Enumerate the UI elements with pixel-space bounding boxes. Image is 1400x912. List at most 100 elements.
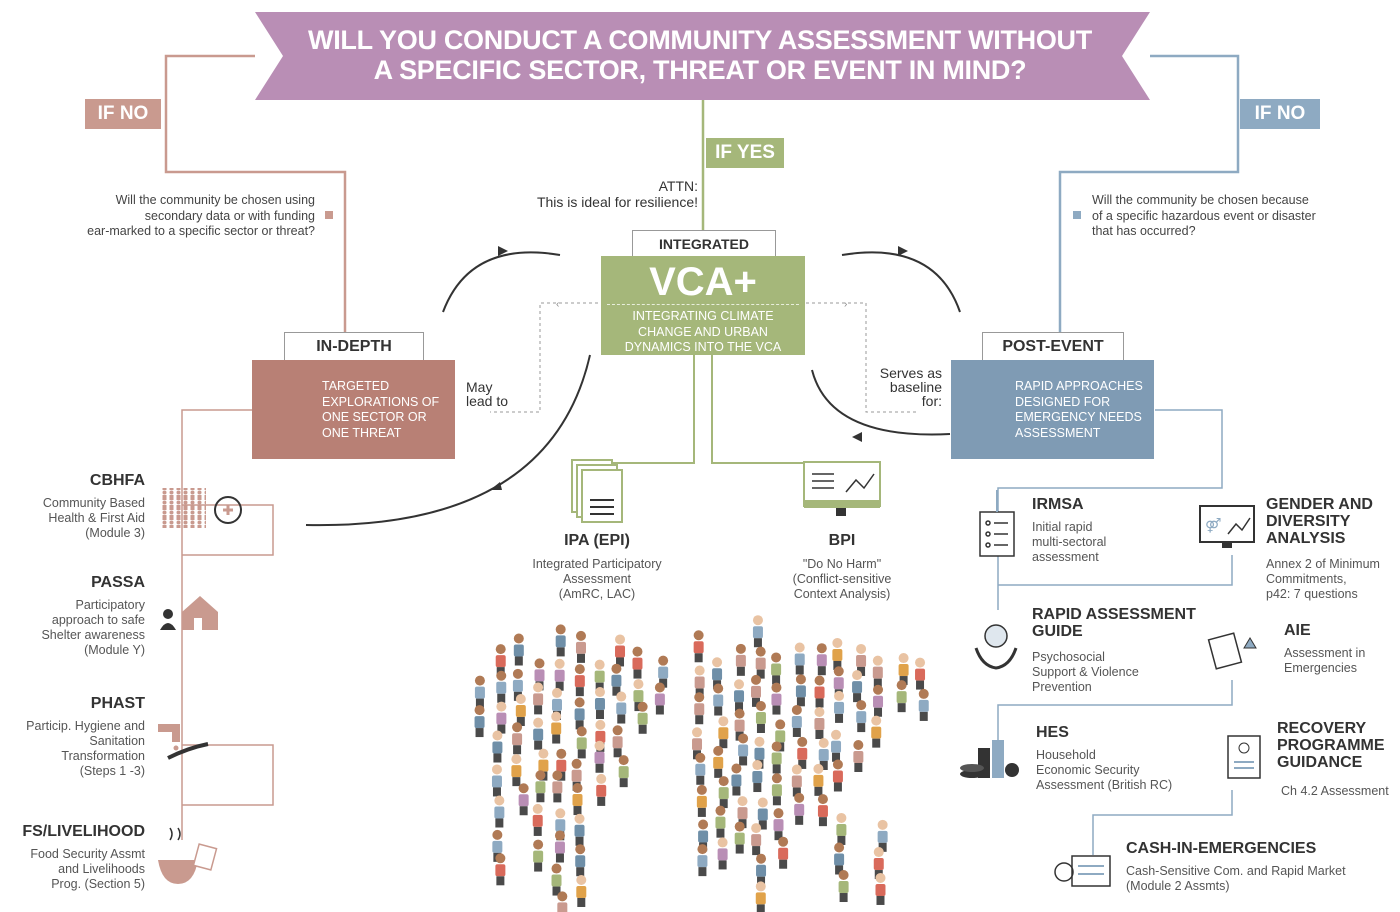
method-gender-title: GENDER AND DIVERSITY ANALYSIS [1266, 496, 1396, 547]
method-desc-line: Context Analysis) [793, 587, 891, 601]
person-body [831, 740, 842, 753]
method-rag-desc: Psychosocial Support & Violence Preventi… [1032, 650, 1182, 695]
person-figure [752, 760, 763, 793]
person-head [611, 663, 622, 674]
cash-icon [1054, 855, 1111, 887]
person-body [512, 679, 523, 692]
person-legs [772, 796, 781, 806]
person-legs [772, 764, 781, 774]
person-figure [715, 805, 726, 838]
person-legs [878, 842, 887, 852]
person-legs [835, 865, 844, 875]
person-head [794, 642, 805, 653]
person-head [751, 823, 762, 834]
person-figure [814, 707, 825, 740]
person-head [856, 700, 867, 711]
banner-line-2: A SPECIFIC SECTOR, THREAT OR EVENT IN MI… [373, 55, 1027, 85]
method-title-line: GUIDE [1032, 623, 1083, 640]
person-head [555, 808, 566, 819]
vca-desc-line: DYNAMICS INTO THE VCA [624, 340, 782, 354]
person-body [755, 892, 766, 905]
person-body [696, 795, 707, 808]
person-head [873, 684, 884, 695]
person-head [834, 690, 845, 701]
vca-desc-line: INTEGRATING CLIMATE [632, 309, 774, 323]
person-figure [637, 701, 648, 734]
person-figure [532, 803, 543, 836]
person-body [794, 803, 805, 816]
person-head [633, 679, 644, 690]
person-body [697, 855, 708, 868]
person-body [898, 664, 909, 677]
person-figure [918, 688, 929, 721]
vca-plus-title: VCA+ [649, 260, 757, 304]
person-figure [856, 700, 867, 733]
method-bpi-desc: "Do No Harm" (Conflict-sensitive Context… [762, 557, 922, 602]
person-head [718, 776, 729, 787]
person-head [554, 830, 565, 841]
person-legs [575, 720, 584, 730]
person-head [775, 719, 786, 730]
method-title-line: GENDER AND [1266, 496, 1373, 513]
person-legs [839, 893, 848, 903]
method-desc-line: Economic Security [1036, 763, 1140, 777]
in-depth-desc-line: ONE THREAT [322, 425, 402, 440]
person-body [512, 733, 523, 746]
person-head [552, 770, 563, 781]
person-figure [832, 759, 843, 792]
person-figure [831, 729, 842, 762]
person-legs [854, 762, 863, 772]
food-bowl-icon [158, 827, 218, 884]
person-body [752, 626, 763, 639]
person-legs [718, 860, 727, 870]
person-head [797, 736, 808, 747]
person-legs [857, 723, 866, 733]
method-desc-line: p42: 7 questions [1266, 587, 1358, 601]
person-head [533, 682, 544, 693]
method-fs-livelihood-title: FS/LIVELIHOOD [22, 823, 145, 840]
person-figure [535, 770, 546, 803]
person-legs [534, 862, 543, 872]
person-body [794, 653, 805, 666]
person-head [555, 624, 566, 635]
person-body [734, 832, 745, 845]
left-question-line: Will the community be chosen using [115, 193, 315, 207]
person-figure [576, 874, 587, 907]
person-body [718, 727, 729, 740]
method-fs-livelihood-desc: Food Security Assmt and Livelihoods Prog… [5, 847, 145, 892]
person-head [632, 646, 643, 657]
method-recovery-desc: Ch 4.2 Assessment [1281, 784, 1399, 799]
person-head [816, 643, 827, 654]
method-title-line: DIVERSITY [1266, 513, 1351, 530]
method-title-line: ANALYSIS [1266, 530, 1346, 547]
person-body [496, 681, 507, 694]
person-body [575, 641, 586, 654]
person-body [918, 699, 929, 712]
person-figure [693, 630, 704, 663]
attn-text: This is ideal for resilience! [536, 194, 698, 210]
person-figure [713, 683, 724, 716]
person-legs [779, 859, 788, 869]
person-figure [834, 842, 845, 875]
person-body [574, 708, 585, 721]
may-lead-to-note: May lead to [466, 380, 508, 408]
person-head [751, 674, 762, 685]
in-depth-desc-line: TARGETED [322, 379, 390, 393]
note-line: baseline [889, 379, 942, 395]
person-figure [518, 783, 529, 816]
person-head [654, 682, 665, 693]
person-body [818, 748, 829, 761]
method-desc-line: (Module 2 Assmts) [1126, 879, 1230, 893]
person-body [695, 763, 706, 776]
person-legs [758, 820, 767, 830]
person-body [773, 819, 784, 832]
person-legs [555, 853, 564, 863]
person-figure [817, 794, 828, 827]
person-body [756, 864, 767, 877]
person-legs [513, 745, 522, 755]
person-legs [815, 698, 824, 708]
person-legs [736, 666, 745, 676]
checklist-icon [979, 490, 1015, 557]
person-figure [717, 837, 728, 870]
person-legs [553, 793, 562, 803]
